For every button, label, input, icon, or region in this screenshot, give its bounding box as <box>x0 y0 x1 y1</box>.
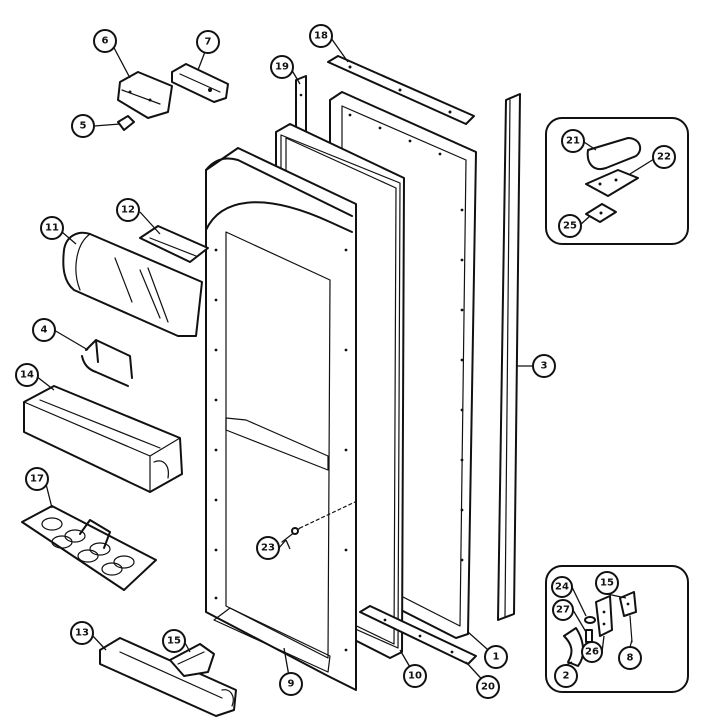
callout-23: 23 <box>256 536 280 560</box>
callout-label-19: 19 <box>275 62 289 73</box>
part-4-handle <box>81 339 133 387</box>
callout-26: 26 <box>581 641 603 663</box>
callout-label-4: 4 <box>41 325 48 336</box>
callout-label-25: 25 <box>563 221 577 232</box>
part-15-bracket <box>169 643 215 677</box>
callout-3: 3 <box>532 354 556 378</box>
part-6-bracket <box>117 71 173 119</box>
callout-label-6: 6 <box>102 36 109 47</box>
callout-21: 21 <box>561 129 585 153</box>
callout-15-bin: 15 <box>162 629 186 653</box>
callout-label-26: 26 <box>585 647 599 658</box>
callout-label-1: 1 <box>493 652 500 663</box>
part-3-door-strip <box>497 93 521 621</box>
callout-label-23: 23 <box>261 543 275 554</box>
callout-1: 1 <box>484 645 508 669</box>
callout-22: 22 <box>652 145 676 169</box>
callout-6: 6 <box>93 29 117 53</box>
part-23-screw <box>281 501 356 543</box>
callout-label-10: 10 <box>408 671 422 682</box>
part-7-hinge <box>171 63 229 103</box>
callout-label-18: 18 <box>314 31 328 42</box>
callout-4: 4 <box>32 318 56 342</box>
inset-leader-lines <box>565 586 633 666</box>
callout-5: 5 <box>71 114 95 138</box>
callout-label-20: 20 <box>481 682 495 693</box>
callout-10: 10 <box>403 664 427 688</box>
callout-25: 25 <box>558 214 582 238</box>
callout-9: 9 <box>279 672 303 696</box>
inset-hinge-cover-detail <box>545 117 689 245</box>
callout-label-9: 9 <box>288 679 295 690</box>
callout-label-15-inset: 15 <box>600 578 614 589</box>
callout-20: 20 <box>476 675 500 699</box>
callout-7: 7 <box>196 30 220 54</box>
callout-label-2: 2 <box>563 671 570 682</box>
part-9-door-liner <box>205 147 357 691</box>
part-14-door-bin <box>23 385 183 493</box>
callout-label-27: 27 <box>556 605 570 616</box>
callout-27: 27 <box>552 599 574 621</box>
part-5-clip <box>117 115 135 131</box>
callout-label-3: 3 <box>541 361 548 372</box>
callout-17: 17 <box>25 467 49 491</box>
callout-label-8: 8 <box>627 653 634 664</box>
part-13-bottom-bin <box>99 637 237 717</box>
callout-label-15-bin: 15 <box>167 636 181 647</box>
callout-8: 8 <box>618 646 642 670</box>
callout-label-21: 21 <box>566 136 580 147</box>
callout-label-7: 7 <box>205 37 212 48</box>
part-17-bin-tray <box>21 505 157 591</box>
callout-24: 24 <box>551 576 573 598</box>
callout-label-17: 17 <box>30 474 44 485</box>
callout-11: 11 <box>40 216 64 240</box>
callout-label-11: 11 <box>45 223 59 234</box>
callout-label-24: 24 <box>555 582 569 593</box>
callout-label-12: 12 <box>121 205 135 216</box>
callout-label-14: 14 <box>20 370 34 381</box>
callout-label-13: 13 <box>75 628 89 639</box>
part-12-tray <box>139 225 209 263</box>
callout-15-inset: 15 <box>595 571 619 595</box>
part-20-bottom-bar <box>359 605 477 665</box>
callout-label-5: 5 <box>80 121 87 132</box>
callout-13: 13 <box>70 621 94 645</box>
callout-12: 12 <box>116 198 140 222</box>
callout-18: 18 <box>309 24 333 48</box>
callout-14: 14 <box>15 363 39 387</box>
callout-19: 19 <box>270 55 294 79</box>
callout-2: 2 <box>554 664 578 688</box>
callout-label-22: 22 <box>657 152 671 163</box>
part-11-shelf-cover <box>62 231 203 337</box>
inset-hinge-detail <box>545 565 689 693</box>
part-18-top-bar <box>327 55 475 125</box>
